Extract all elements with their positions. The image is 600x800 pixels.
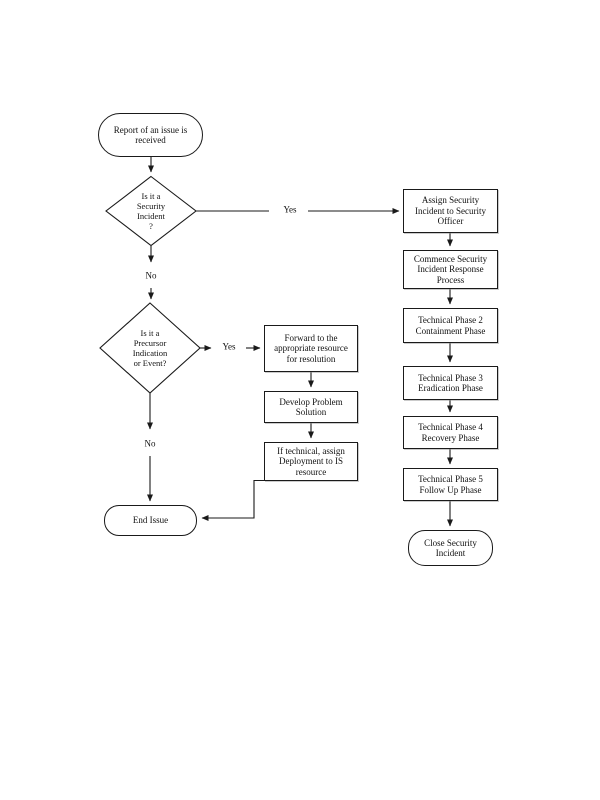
node-phase4-recovery: Technical Phase 4 Recovery Phase [403,416,498,449]
node-forward-resource: Forward to the appropriate resource for … [264,325,358,372]
node-if-technical-deployment: If technical, assign Deployment to IS re… [264,442,358,481]
node-develop-solution: Develop Problem Solution [264,391,358,423]
node-phase3-eradication: Technical Phase 3 Eradication Phase [403,366,498,400]
edge-label-yes-security: Yes [281,204,299,216]
node-decision-precursor-event: Is it a Precursor Indication or Event? [132,328,168,368]
edge-label-no-security: No [143,270,159,282]
node-commence-response-process: Commence Security Incident Response Proc… [403,250,498,289]
node-close-security-incident: Close Security Incident [408,530,493,566]
edge-label-no-precursor: No [142,438,158,450]
node-decision-security-incident: Is it a Security Incident ? [136,191,166,231]
node-assign-security-officer: Assign Security Incident to Security Off… [403,189,498,233]
node-end-issue: End Issue [104,505,197,536]
edge-label-yes-precursor: Yes [220,341,238,353]
node-phase2-containment: Technical Phase 2 Containment Phase [403,308,498,343]
node-start: Report of an issue is received [98,113,203,157]
node-phase5-followup: Technical Phase 5 Follow Up Phase [403,468,498,501]
